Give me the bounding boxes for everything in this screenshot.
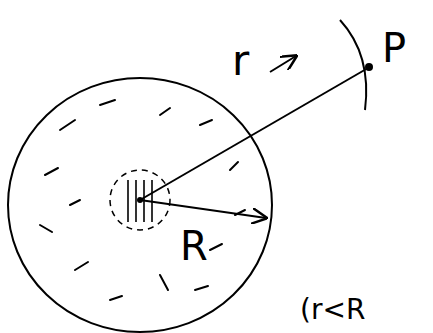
field-arc bbox=[340, 20, 366, 110]
condition-note: (r<R bbox=[300, 296, 365, 324]
r-vector bbox=[140, 68, 368, 200]
charge-dash bbox=[45, 168, 58, 175]
charge-dash bbox=[210, 244, 222, 250]
charge-dash bbox=[70, 200, 80, 205]
vector-label: r bbox=[232, 40, 249, 82]
flux-line bbox=[127, 180, 129, 222]
charge-dash bbox=[160, 108, 170, 115]
charge-dash bbox=[40, 225, 52, 232]
charge-dash bbox=[230, 162, 238, 170]
vector-mark bbox=[270, 56, 296, 72]
radius-label: R bbox=[180, 226, 208, 266]
charged-sphere bbox=[8, 78, 272, 332]
charge-dash bbox=[75, 262, 88, 270]
charge-dash bbox=[110, 296, 122, 300]
flux-line bbox=[135, 180, 137, 222]
point-p bbox=[365, 63, 373, 71]
charge-dash bbox=[200, 120, 212, 125]
charge-dash bbox=[160, 275, 168, 290]
point-label: P bbox=[382, 28, 406, 68]
charge-dash bbox=[100, 100, 115, 105]
charge-dash bbox=[195, 286, 208, 290]
radius-arrow bbox=[140, 200, 266, 218]
charge-dash bbox=[60, 120, 75, 130]
